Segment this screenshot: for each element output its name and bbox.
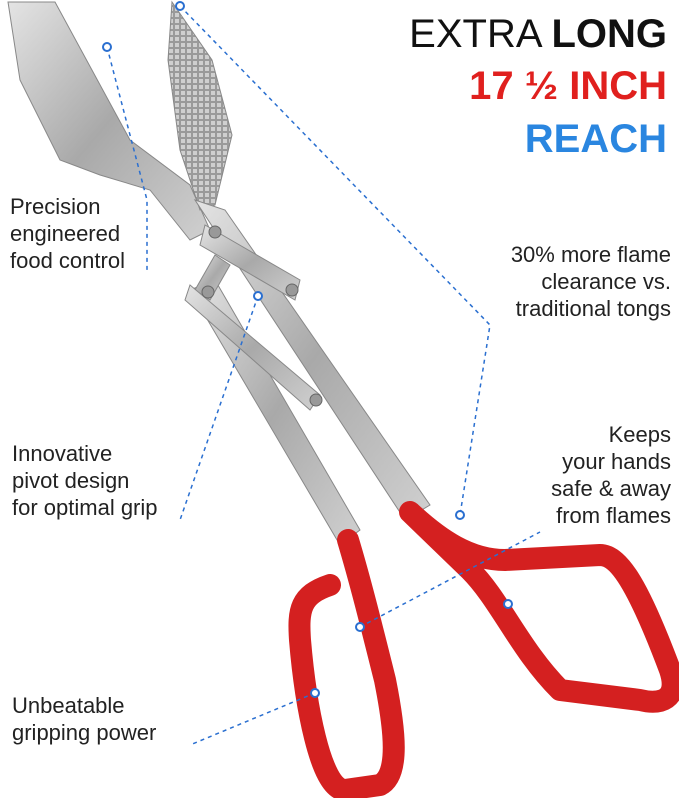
headline-line-1: EXTRA LONG [409,10,667,58]
callout-text: pivot design [12,468,130,493]
right-handle [399,501,679,713]
link-bar-1 [199,224,301,301]
callout-text: from flames [556,503,671,528]
arm-long [193,199,431,521]
callout-text: safe & away [551,476,671,501]
left-handle [288,529,405,798]
callout-text: 30% more flame [510,242,671,267]
headline-line-2: 17 ½ INCH [469,64,667,108]
callout-text: Keeps [608,422,671,447]
callout-text: your hands [562,449,671,474]
callout-flame-clearance: 30% more flame clearance vs. traditional… [511,241,671,322]
callout-text: Unbeatable [12,693,125,718]
headline-line-3: REACH [524,117,667,161]
callout-hands-safe: Keeps your hands safe & away from flames [551,421,671,529]
callout-lines [106,5,541,746]
spatula-blade [7,1,211,241]
callout-text: for optimal grip [12,495,158,520]
callout-dots [102,1,513,698]
callout-text: Innovative [12,441,113,466]
callout-text: clearance vs. [541,269,671,294]
callout-text: Precision [10,194,101,219]
callout-precision: Precision engineered food control [10,193,125,274]
link-bar-3 [184,284,321,411]
rivets [201,225,323,407]
callout-pivot-design: Innovative pivot design for optimal grip [12,440,158,521]
callout-text: gripping power [12,720,157,745]
callout-text: food control [10,248,125,273]
callout-text: engineered [10,221,121,246]
callout-gripping-power: Unbeatable gripping power [12,692,156,746]
headline-long: LONG [551,12,667,56]
headline-extra: EXTRA [409,12,541,56]
callout-text: traditional tongs [515,296,671,321]
